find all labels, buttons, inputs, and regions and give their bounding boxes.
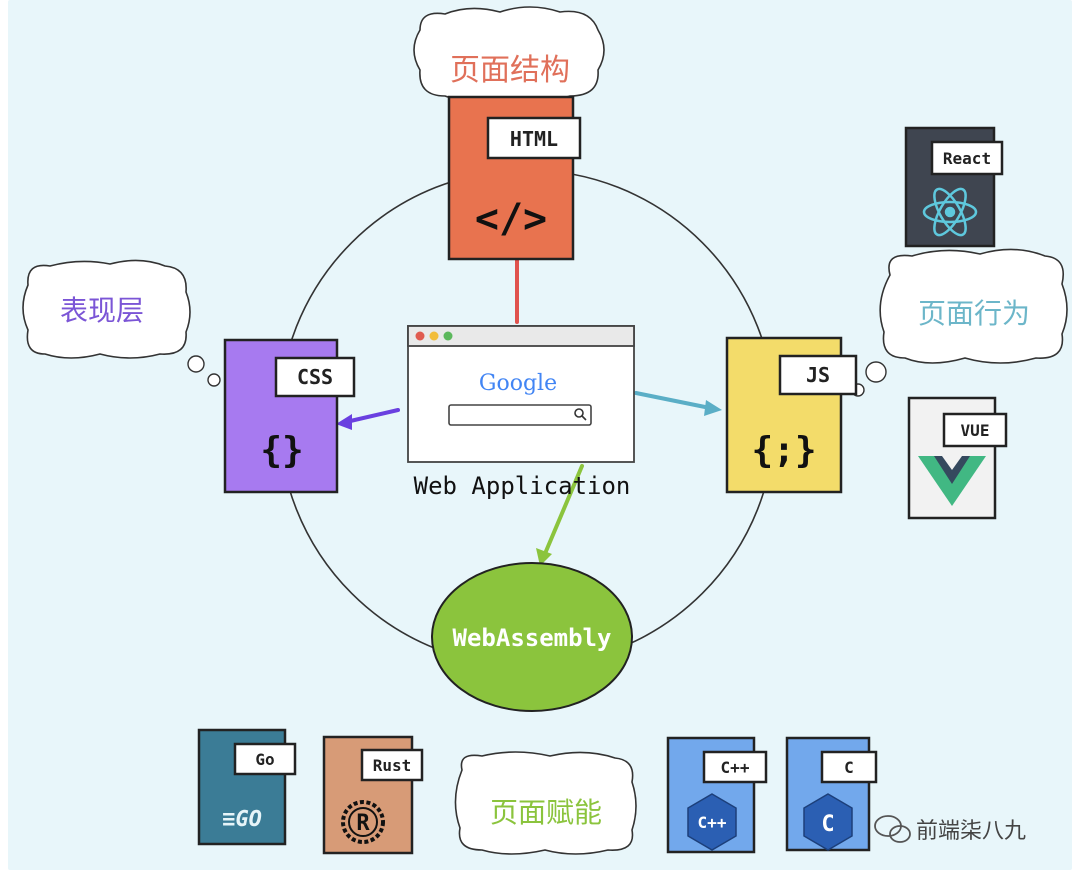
css-arrow xyxy=(336,408,400,430)
rust-card-tag: Rust xyxy=(373,756,412,775)
html-card-tag: HTML xyxy=(510,127,558,151)
thought-bubble-presentation-layer xyxy=(22,259,221,387)
rust-card xyxy=(322,735,424,855)
react-card-tag: React xyxy=(943,149,991,168)
go-card-tag: Go xyxy=(255,750,274,769)
c-card xyxy=(785,736,878,852)
js-arrow xyxy=(634,391,722,416)
c-hexagon xyxy=(803,793,853,851)
watermark-text: 前端柒八九 xyxy=(916,819,1026,844)
js-card xyxy=(725,336,858,494)
rust-logo-icon: R xyxy=(356,811,370,836)
thought-bubble-page-behavior xyxy=(851,248,1068,397)
cpp-card-tag: C++ xyxy=(721,758,750,777)
c-card-tag: C xyxy=(844,758,854,777)
browser-window xyxy=(407,325,635,463)
vue-card-tag: VUE xyxy=(961,421,990,440)
label-page-empowerment: 页面赋能 xyxy=(490,796,602,829)
css-card-tag: CSS xyxy=(297,365,333,389)
vue-logo-icon xyxy=(918,456,986,506)
thought-bubble-page-empowerment xyxy=(454,751,637,855)
css-card-symbol: {} xyxy=(260,430,303,471)
webassembly-label: WebAssembly xyxy=(453,624,612,652)
label-page-behavior: 页面行为 xyxy=(918,297,1030,330)
go-logo-icon: ≡GO xyxy=(222,807,262,832)
wechat-icon xyxy=(874,815,911,843)
web-application-label: Web Application xyxy=(414,472,631,500)
search-icon xyxy=(574,408,587,421)
window-maximize-dot xyxy=(443,331,453,341)
rust-gear-icon xyxy=(341,800,385,844)
go-card xyxy=(197,728,297,846)
cpp-logo-icon: C++ xyxy=(698,813,727,832)
label-presentation-layer: 表现层 xyxy=(60,294,144,327)
js-card-symbol: {;} xyxy=(751,430,816,471)
label-page-structure: 页面结构 xyxy=(450,53,570,88)
c-logo-icon: C xyxy=(821,812,834,837)
react-atom-icon xyxy=(922,187,978,237)
cpp-card xyxy=(666,736,768,854)
wasm-arrow xyxy=(536,464,584,566)
html-card xyxy=(447,95,582,261)
css-card xyxy=(223,338,356,494)
webassembly-node xyxy=(431,562,633,712)
search-box xyxy=(448,404,592,426)
window-close-dot xyxy=(415,331,425,341)
html-card-symbol: </> xyxy=(475,196,547,242)
js-card-tag: JS xyxy=(806,363,830,387)
thought-bubble-page-structure xyxy=(413,6,605,103)
cpp-hexagon xyxy=(687,793,737,851)
google-logo: Google xyxy=(479,371,557,396)
window-minimize-dot xyxy=(429,331,439,341)
vue-card xyxy=(907,396,1008,520)
react-card xyxy=(904,126,1004,248)
